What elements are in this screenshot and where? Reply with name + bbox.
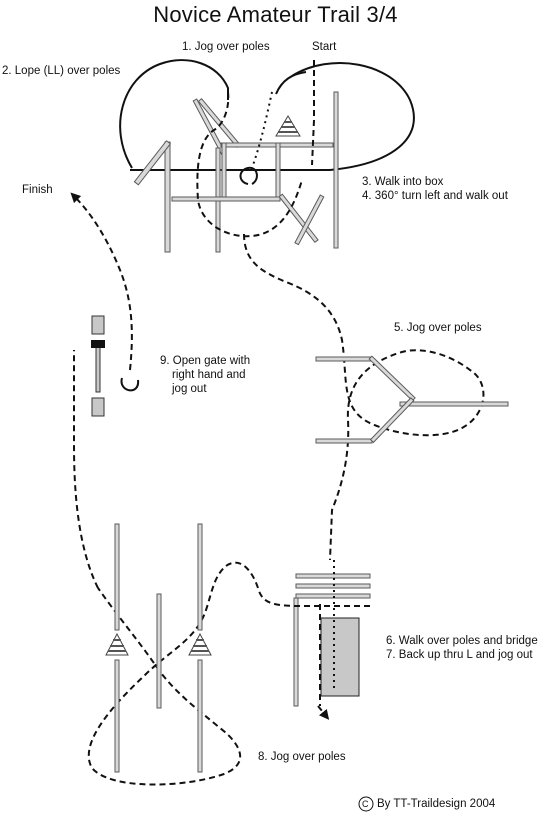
label-step3: 3. Walk into box [362, 176, 444, 188]
exit-path-6 [87, 561, 370, 786]
bridge [320, 617, 360, 697]
jog-poles-8 [114, 523, 203, 773]
cone-right [188, 632, 212, 656]
label-start: Start [312, 41, 337, 53]
bridge-area [293, 573, 371, 707]
gate [91, 315, 105, 417]
label-step8: 8. Jog over poles [258, 751, 346, 763]
pole [164, 141, 171, 253]
fork-poles [315, 355, 509, 444]
pole [171, 196, 281, 202]
jog-path-1 [196, 91, 303, 238]
label-copyright: By TT-Traildesign 2004 [377, 798, 496, 810]
pole [333, 91, 339, 249]
label-step4: 4. 360° turn left and walk out [362, 190, 508, 202]
path-to-5 [243, 233, 485, 561]
gate-post-bottom [91, 397, 105, 417]
label-step2: 2. Lope (LL) over poles [2, 65, 121, 77]
finish-path [70, 192, 133, 371]
pole [278, 193, 319, 244]
dotted-path-1 [251, 91, 273, 169]
cone-top [275, 115, 301, 137]
pole [368, 355, 416, 402]
label-step7: 7. Back up thru L and jog out [386, 649, 533, 661]
pole [275, 142, 281, 202]
label-step9-line3: jog out [172, 383, 207, 395]
start-path [311, 60, 315, 166]
back-up-arrow [317, 705, 330, 720]
gate-turn-icon [120, 377, 140, 392]
pole [295, 573, 371, 579]
lope-loop-top-right [275, 71, 307, 95]
pole [399, 401, 509, 407]
pole [197, 523, 203, 631]
lope-loop [119, 59, 415, 171]
copyright-symbol: C [362, 799, 369, 809]
pole [221, 142, 227, 202]
turn-360-icon [239, 166, 258, 185]
pole [114, 659, 120, 773]
gate-post-top [91, 315, 105, 335]
pole [197, 659, 203, 773]
page-title: Novice Amateur Trail 3/4 [153, 2, 398, 27]
pole [315, 356, 373, 362]
pole [133, 140, 172, 186]
gate-latch [91, 340, 105, 348]
pole [294, 194, 325, 246]
label-step1: 1. Jog over poles [182, 41, 270, 53]
cone-left [105, 632, 129, 656]
copyright-circle [358, 796, 374, 812]
pole [114, 523, 120, 631]
label-step9-line1: 9. Open gate with [160, 355, 251, 367]
label-finish: Finish [22, 184, 53, 196]
pole [369, 397, 415, 444]
label-step5: 5. Jog over poles [394, 322, 482, 334]
turn-box [171, 91, 339, 249]
pole [315, 438, 373, 444]
label-step9-line2: right hand and [172, 369, 246, 381]
label-step6: 6. Walk over poles and bridge [386, 635, 538, 647]
path-to-gate [72, 350, 99, 589]
pole [293, 597, 299, 707]
gate-rail [95, 343, 101, 393]
pole [156, 593, 162, 709]
